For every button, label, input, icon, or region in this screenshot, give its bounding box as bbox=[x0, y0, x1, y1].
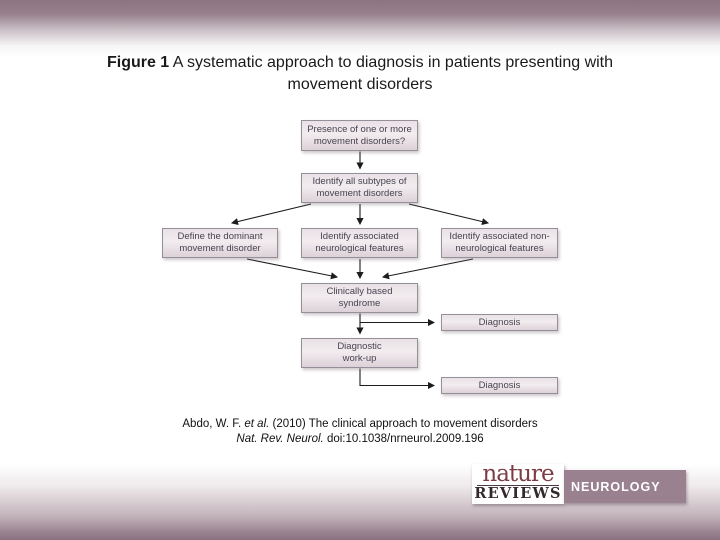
citation-line-2: Nat. Rev. Neurol. doi:10.1038/nrneurol.2… bbox=[0, 432, 720, 447]
figure-label: Figure 1 bbox=[106, 54, 170, 71]
citation-title: (2010) The clinical approach to movement… bbox=[269, 418, 538, 430]
figure-title-text: A systematic approach to diagnosis in pa… bbox=[169, 54, 614, 93]
citation-etal: et al. bbox=[244, 418, 270, 430]
node-assoc-nonneuro: Identify associated non- neurological fe… bbox=[441, 228, 558, 258]
node-diagnosis-1: Diagnosis bbox=[441, 314, 558, 331]
node-dominant-label: Define the dominant movement disorder bbox=[177, 231, 263, 254]
node-diagnosis-2-label: Diagnosis bbox=[478, 379, 521, 391]
node-syndrome-label: Clinically based syndrome bbox=[326, 286, 393, 309]
nature-wordmark: nature bbox=[482, 461, 554, 487]
figure-title: Figure 1 A systematic approach to diagno… bbox=[0, 52, 720, 96]
journal-name: NEUROLOGY bbox=[571, 479, 661, 494]
citation-journal: Nat. Rev. Neurol. bbox=[236, 433, 324, 445]
node-subtypes-label: Identify all subtypes of movement disord… bbox=[312, 176, 407, 199]
reviews-wordmark: REVIEWS bbox=[474, 485, 562, 502]
citation-authors: Abdo, W. F. bbox=[182, 418, 245, 430]
node-subtypes: Identify all subtypes of movement disord… bbox=[301, 173, 418, 203]
node-assoc-nonneuro-label: Identify associated non- neurological fe… bbox=[449, 231, 550, 254]
journal-name-box: NEUROLOGY bbox=[564, 470, 686, 503]
node-workup-label: Diagnostic work-up bbox=[337, 341, 382, 364]
node-assoc-neuro: Identify associated neurological feature… bbox=[301, 228, 418, 258]
citation: Abdo, W. F. et al. (2010) The clinical a… bbox=[0, 417, 720, 447]
node-presence-label: Presence of one or more movement disorde… bbox=[307, 123, 412, 147]
node-workup: Diagnostic work-up bbox=[301, 338, 418, 368]
node-diagnosis-2: Diagnosis bbox=[441, 377, 558, 394]
nature-reviews-logo: nature REVIEWS bbox=[472, 461, 564, 504]
citation-doi: doi:10.1038/nrneurol.2009.196 bbox=[323, 433, 484, 445]
node-diagnosis-1-label: Diagnosis bbox=[478, 316, 521, 328]
node-dominant: Define the dominant movement disorder bbox=[162, 228, 278, 258]
logo-divider bbox=[477, 485, 559, 486]
node-presence: Presence of one or more movement disorde… bbox=[301, 120, 418, 151]
node-assoc-neuro-label: Identify associated neurological feature… bbox=[315, 231, 404, 254]
citation-line-1: Abdo, W. F. et al. (2010) The clinical a… bbox=[0, 417, 720, 432]
node-syndrome: Clinically based syndrome bbox=[301, 283, 418, 313]
